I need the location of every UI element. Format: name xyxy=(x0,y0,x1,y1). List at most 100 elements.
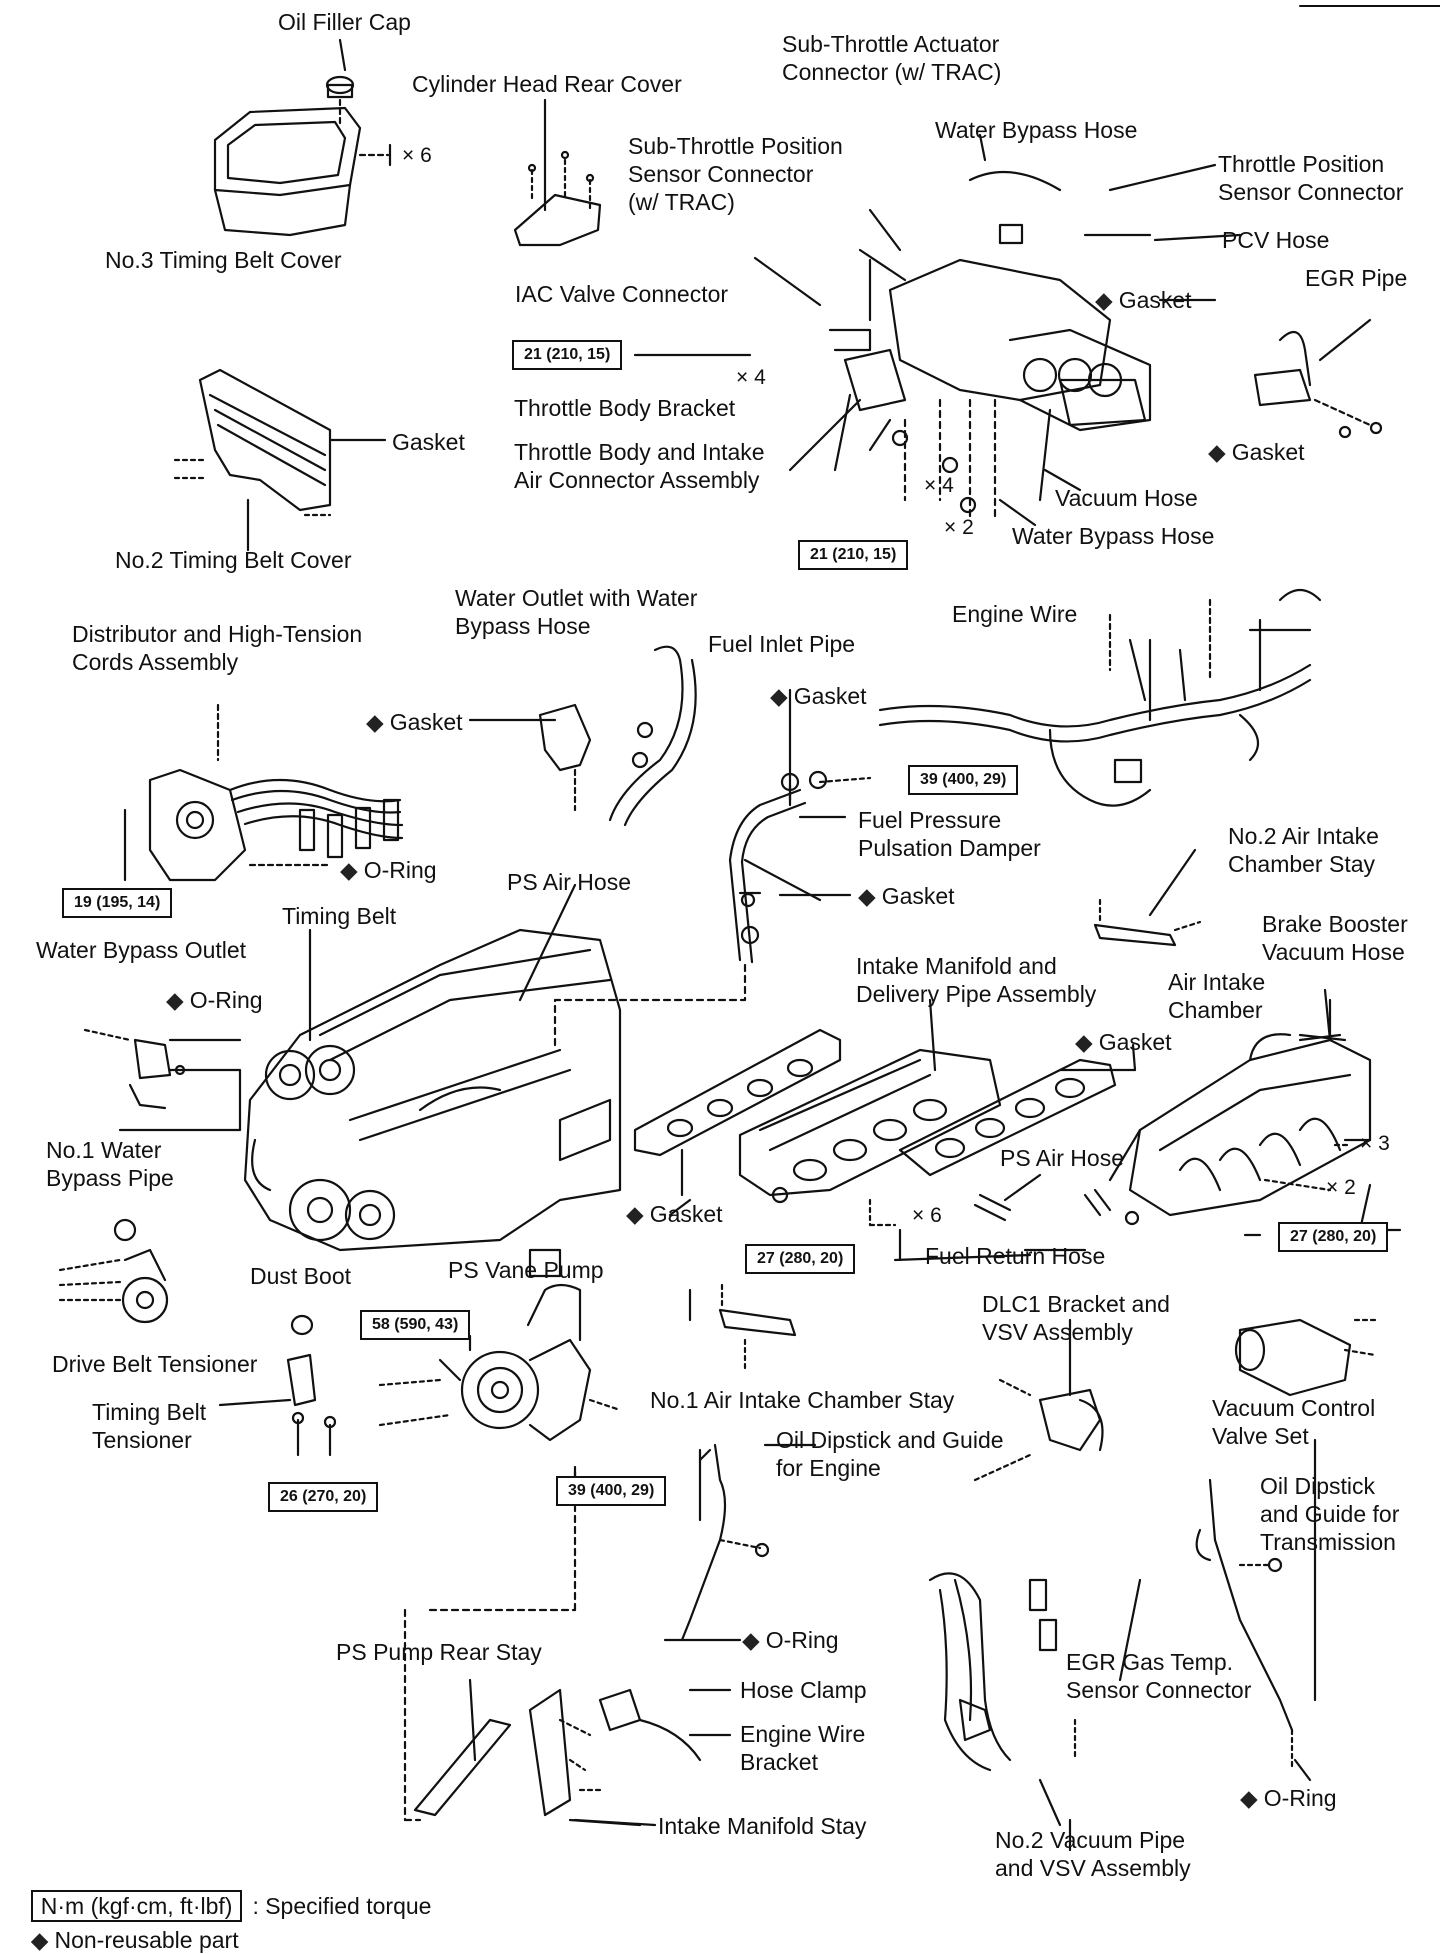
label-distributor: Distributor and High-Tension Cords Assem… xyxy=(72,621,363,675)
quantity-multiplier: × 2 xyxy=(1326,1176,1356,1199)
label-gasket-intake-left: ◆Gasket xyxy=(626,1201,723,1227)
nonreusable-icon: ◆ xyxy=(340,857,358,883)
nonreusable-icon: ◆ xyxy=(626,1201,644,1227)
label-oring-transmission: ◆O-Ring xyxy=(1240,1785,1337,1811)
egr-pipe-part xyxy=(1253,330,1383,439)
label-timing-belt: Timing Belt xyxy=(282,903,397,929)
quantity-multiplier: × 4 xyxy=(736,366,766,389)
legend-nonreusable-text: Non-reusable part xyxy=(54,1927,239,1953)
oil-dipstick-transmission-part xyxy=(1195,1438,1317,1772)
label-drive-belt-tensioner: Drive Belt Tensioner xyxy=(52,1351,258,1377)
label-engine-wire: Engine Wire xyxy=(952,601,1078,627)
label-fuel-return-hose: Fuel Return Hose xyxy=(925,1243,1106,1269)
label-no2-timing-belt-cover: No.2 Timing Belt Cover xyxy=(115,547,352,573)
label-no2-vacuum-pipe: No.2 Vacuum Pipe and VSV Assembly xyxy=(995,1827,1191,1881)
nonreusable-icon: ◆ xyxy=(1240,1785,1258,1811)
label-throttle-position-sensor: Throttle Position Sensor Connector xyxy=(1218,151,1404,205)
fuel-return-hose-part xyxy=(973,1193,1012,1222)
nonreusable-icon: ◆ xyxy=(858,883,876,909)
nonreusable-icon: ◆ xyxy=(366,709,384,735)
label-gasket-water-outlet: ◆Gasket xyxy=(366,709,463,735)
label-throttle-body-bracket: Throttle Body Bracket xyxy=(514,395,736,421)
nonreusable-icon: ◆ xyxy=(166,987,184,1013)
label-ps-pump-rear-stay: PS Pump Rear Stay xyxy=(336,1639,542,1665)
label-air-intake-chamber: Air Intake Chamber xyxy=(1168,969,1266,1023)
label-iac-valve-connector: IAC Valve Connector xyxy=(515,281,729,307)
dlc1-bracket-part xyxy=(973,1318,1104,1482)
label-oring-water-bypass: ◆O-Ring xyxy=(166,987,263,1013)
torque-box: 26 (270, 20) xyxy=(268,1482,379,1512)
label-gasket-no2-cover: Gasket xyxy=(392,429,465,455)
torque-box: 21 (210, 15) xyxy=(512,340,623,370)
quantity-multiplier: × 6 xyxy=(402,144,432,167)
no2-timing-belt-cover-part xyxy=(173,368,387,552)
label-oring-distributor: ◆O-Ring xyxy=(340,857,437,883)
label-water-bypass-hose-top: Water Bypass Hose xyxy=(935,117,1138,143)
torque-box: 21 (210, 15) xyxy=(798,540,909,570)
label-intake-manifold: Intake Manifold and Delivery Pipe Assemb… xyxy=(856,953,1097,1007)
label-gasket-fuel-damper: ◆Gasket xyxy=(858,883,955,909)
no1-chamber-stay-part xyxy=(718,1283,797,1372)
label-vacuum-control-valve-set: Vacuum Control Valve Set xyxy=(1212,1395,1376,1449)
ps-air-hose-right-part xyxy=(1083,1188,1112,1217)
label-timing-belt-tensioner: Timing Belt Tensioner xyxy=(92,1399,207,1453)
torque-box: 27 (280, 20) xyxy=(745,1244,856,1274)
nonreusable-icon: ◆ xyxy=(770,683,788,709)
nonreusable-icon: ◆ xyxy=(1095,287,1113,313)
torque-box: 39 (400, 29) xyxy=(908,765,1019,795)
leader-lines xyxy=(308,38,1402,1827)
fuel-inlet-pipe-part xyxy=(553,770,872,1047)
distributor-part xyxy=(123,703,404,882)
legend-torque-box: N·m (kgf·cm, ft·lbf) xyxy=(30,1890,243,1922)
nonreusable-icon: ◆ xyxy=(1208,439,1226,465)
label-dust-boot: Dust Boot xyxy=(250,1263,351,1289)
ps-vane-pump-part xyxy=(378,1283,622,1442)
label-no3-timing-belt-cover: No.3 Timing Belt Cover xyxy=(105,247,342,273)
label-water-bypass-outlet: Water Bypass Outlet xyxy=(36,937,247,963)
label-ps-air-hose-top: PS Air Hose xyxy=(507,869,631,895)
label-ps-vane-pump: PS Vane Pump xyxy=(448,1257,604,1283)
nonreusable-icon: ◆ xyxy=(742,1627,760,1653)
label-gasket-intake-right: ◆Gasket xyxy=(1075,1029,1172,1055)
label-water-bypass-hose-lower: Water Bypass Hose xyxy=(1012,523,1215,549)
label-egr-pipe: EGR Pipe xyxy=(1305,265,1408,291)
oil-dipstick-engine-part xyxy=(663,1443,770,1642)
label-gasket-throttle: ◆Gasket xyxy=(1095,287,1192,313)
torque-box: 39 (400, 29) xyxy=(556,1476,667,1506)
quantity-multiplier: × 2 xyxy=(944,516,974,539)
label-sub-throttle-actuator-connector: Sub-Throttle Actuator Connector (w/ TRAC… xyxy=(782,31,1002,85)
intake-manifold-part xyxy=(738,1048,1002,1227)
label-gasket-fuel-inlet: ◆Gasket xyxy=(770,683,867,709)
engine-wire-harness-part xyxy=(878,588,1322,807)
torque-box: 27 (280, 20) xyxy=(1278,1222,1389,1252)
label-cylinder-head-rear-cover: Cylinder Head Rear Cover xyxy=(412,71,682,97)
label-no1-air-intake-chamber-stay: No.1 Air Intake Chamber Stay xyxy=(650,1387,955,1413)
nonreusable-icon: ◆ xyxy=(30,1927,49,1953)
cylinder-head-rear-cover-part xyxy=(513,98,602,247)
torque-box: 58 (590, 43) xyxy=(360,1310,471,1340)
legend-torque: N·m (kgf·cm, ft·lbf): Specified torque xyxy=(18,1862,431,1922)
label-ps-air-hose-right: PS Air Hose xyxy=(1000,1145,1124,1171)
quantity-multiplier: × 6 xyxy=(912,1204,942,1227)
label-oring-dipstick: ◆O-Ring xyxy=(742,1627,839,1653)
label-fuel-pressure-damper: Fuel Pressure Pulsation Damper xyxy=(858,807,1041,861)
quantity-multiplier: × 4 xyxy=(924,474,954,497)
label-engine-wire-bracket: Engine Wire Bracket xyxy=(740,1721,866,1775)
torque-box: 19 (195, 14) xyxy=(62,888,173,918)
quantity-multiplier: × 3 xyxy=(1360,1132,1390,1155)
label-no1-water-bypass-pipe: No.1 Water Bypass Pipe xyxy=(46,1137,174,1191)
timing-belt-tensioner-part xyxy=(218,1314,337,1457)
label-fuel-inlet-pipe: Fuel Inlet Pipe xyxy=(708,631,856,657)
label-dlc1-bracket: DLC1 Bracket and VSV Assembly xyxy=(982,1291,1170,1345)
label-sub-throttle-position-sensor: Sub-Throttle Position Sensor Connector (… xyxy=(628,133,843,215)
drive-belt-tensioner-part xyxy=(58,1218,169,1324)
label-no2-air-intake-chamber-stay: No.2 Air Intake Chamber Stay xyxy=(1228,823,1379,877)
label-oil-filler-cap: Oil Filler Cap xyxy=(278,9,411,35)
throttle-body-part xyxy=(828,170,1152,522)
label-gasket-egr: ◆Gasket xyxy=(1208,439,1305,465)
no2-chamber-stay-part xyxy=(1093,898,1202,947)
label-brake-booster-vacuum-hose: Brake Booster Vacuum Hose xyxy=(1262,911,1408,965)
no3-timing-belt-cover-part xyxy=(213,75,392,237)
